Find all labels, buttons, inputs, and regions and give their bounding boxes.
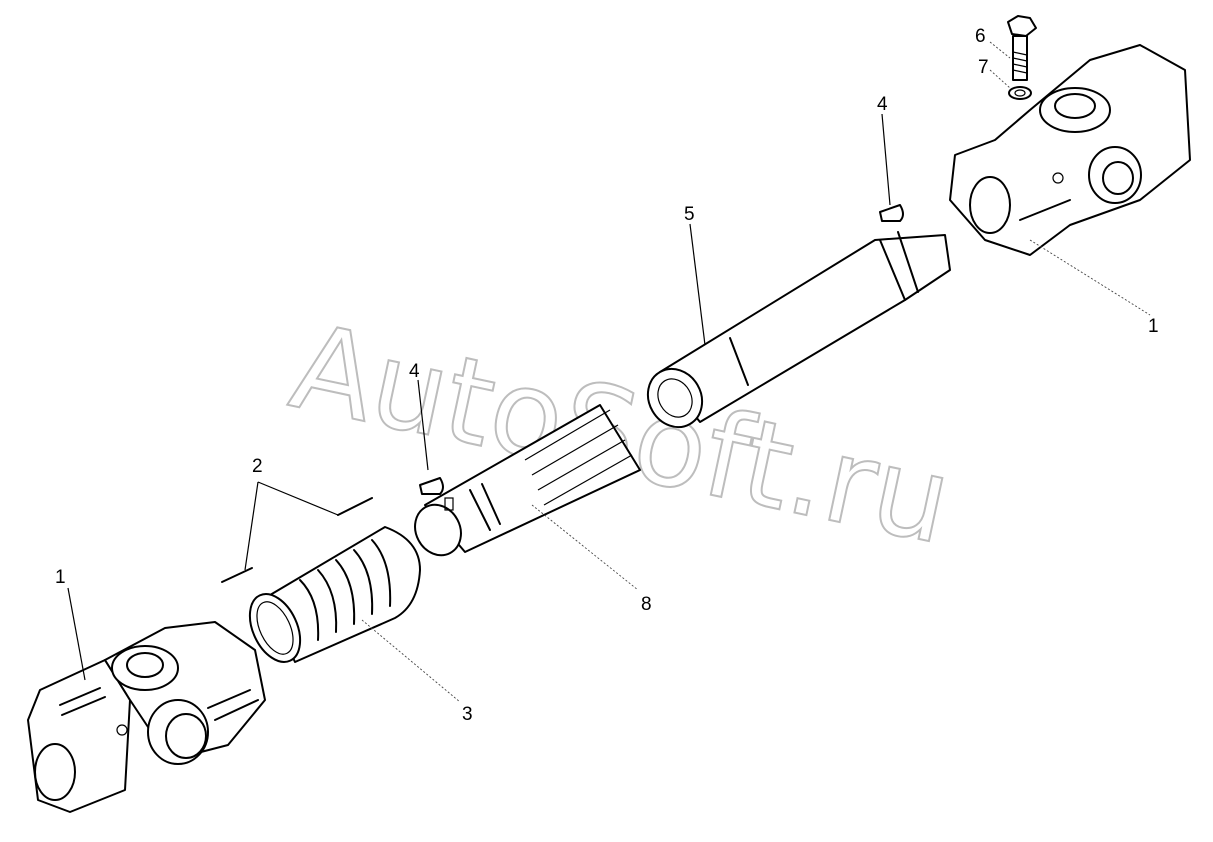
callout-1-right: 1 (1148, 316, 1159, 337)
splined-shaft (414, 404, 641, 557)
callout-1-left: 1 (55, 567, 66, 588)
callout-8: 8 (641, 594, 652, 615)
callout-4-left: 4 (409, 361, 420, 382)
cut-marks (221, 481, 373, 583)
protective-boot (248, 526, 421, 663)
callout-3: 3 (462, 704, 473, 725)
universal-joint-left (27, 621, 266, 813)
key-right (879, 204, 904, 222)
washer (1008, 86, 1032, 100)
callout-6: 6 (975, 26, 986, 47)
universal-joint-right (949, 44, 1191, 256)
leader-lines (67, 41, 1151, 703)
bolt (1007, 15, 1037, 81)
callout-7: 7 (978, 57, 989, 78)
callout-4-right: 4 (877, 94, 888, 115)
callout-2: 2 (252, 456, 263, 477)
key-left (419, 477, 444, 495)
callout-5: 5 (684, 204, 695, 225)
hollow-shaft (646, 231, 951, 429)
